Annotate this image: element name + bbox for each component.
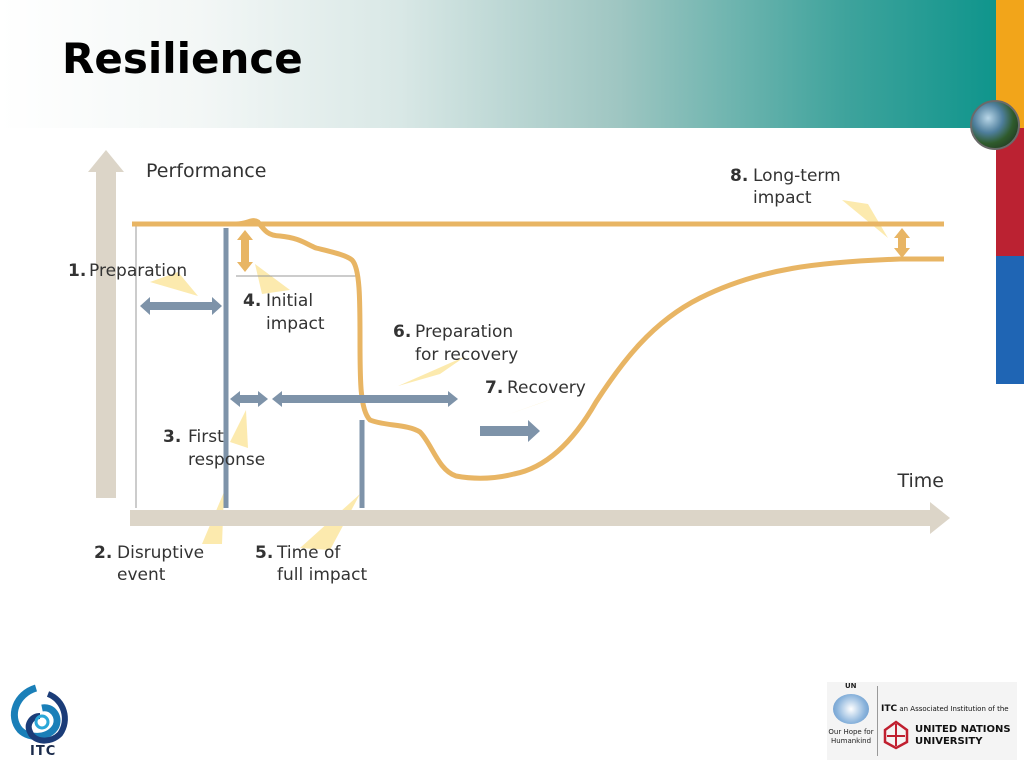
itc-logo bbox=[11, 684, 68, 744]
recovery-prep-arrow bbox=[272, 391, 458, 407]
stage-label-5: 5. Time of full impact bbox=[255, 543, 367, 585]
slide-title: Resilience bbox=[62, 34, 303, 83]
unu-logo: UN Our Hope for Humankind ITC an Associa… bbox=[827, 682, 1017, 760]
callout-wedge-3 bbox=[230, 410, 248, 448]
initial-impact-arrow bbox=[237, 230, 253, 272]
svg-text:Preparation: Preparation bbox=[415, 322, 513, 342]
svg-text:First: First bbox=[188, 427, 224, 447]
callout-wedge-8 bbox=[842, 200, 888, 238]
callout-wedge-4 bbox=[255, 264, 290, 294]
y-axis-arrow bbox=[88, 150, 124, 498]
svg-text:impact: impact bbox=[753, 188, 812, 208]
svg-text:Recovery: Recovery bbox=[507, 378, 586, 398]
callout-wedge-7 bbox=[498, 396, 560, 418]
svg-text:full impact: full impact bbox=[277, 565, 367, 585]
un-hope-text: Our Hope for Humankind bbox=[828, 728, 874, 745]
svg-text:Long-term: Long-term bbox=[753, 166, 841, 186]
svg-text:Initial: Initial bbox=[266, 291, 313, 311]
callout-wedge-6 bbox=[398, 356, 466, 386]
stage-label-3: 3. First response bbox=[163, 427, 265, 470]
svg-text:5.: 5. bbox=[255, 543, 273, 563]
svg-text:1.: 1. bbox=[68, 261, 86, 281]
accent-bar-blue bbox=[996, 256, 1024, 384]
stage-label-8: 8. Long-term impact bbox=[730, 166, 841, 208]
svg-text:6.: 6. bbox=[393, 322, 411, 342]
y-axis-title: Performance bbox=[146, 160, 266, 182]
svg-text:4.: 4. bbox=[243, 291, 261, 311]
svg-text:Preparation: Preparation bbox=[89, 261, 187, 281]
un-label: UN bbox=[845, 682, 857, 690]
svg-text:Disruptive: Disruptive bbox=[117, 543, 204, 563]
svg-text:impact: impact bbox=[266, 314, 325, 334]
svg-text:2.: 2. bbox=[94, 543, 112, 563]
svg-text:8.: 8. bbox=[730, 166, 748, 186]
x-axis-arrow bbox=[130, 502, 950, 534]
svg-text:Time of: Time of bbox=[276, 543, 341, 563]
x-axis-title: Time bbox=[897, 470, 945, 492]
svg-text:for recovery: for recovery bbox=[415, 345, 518, 365]
first-response-arrow bbox=[230, 391, 268, 407]
svg-text:3.: 3. bbox=[163, 427, 181, 447]
unu-divider bbox=[877, 686, 878, 756]
unu-mark-icon bbox=[883, 720, 909, 750]
stage-label-6: 6. Preparation for recovery bbox=[393, 322, 518, 365]
long-term-impact-arrow bbox=[894, 228, 910, 258]
unu-name: UNITED NATIONS UNIVERSITY bbox=[915, 724, 1011, 747]
svg-text:event: event bbox=[117, 565, 166, 585]
stage-label-7: 7. Recovery bbox=[485, 378, 586, 398]
performance-curve bbox=[235, 218, 944, 481]
recovery-arrow bbox=[480, 420, 540, 442]
stage-label-2: 2. Disruptive event bbox=[94, 543, 204, 585]
unu-itc-tagline: ITC an Associated Institution of the bbox=[881, 704, 1009, 714]
stage-label-1: 1. Preparation bbox=[68, 261, 187, 281]
svg-text:response: response bbox=[188, 450, 265, 470]
callout-wedges bbox=[150, 200, 888, 550]
stage-label-4: 4. Initial impact bbox=[243, 291, 325, 334]
globe-icon bbox=[970, 100, 1020, 150]
header-gradient bbox=[0, 0, 996, 128]
svg-text:7.: 7. bbox=[485, 378, 503, 398]
callout-wedge-1 bbox=[150, 272, 198, 296]
itc-logo-text: ITC bbox=[30, 744, 57, 759]
preparation-arrow bbox=[140, 297, 222, 315]
un-emblem-icon bbox=[833, 694, 869, 724]
